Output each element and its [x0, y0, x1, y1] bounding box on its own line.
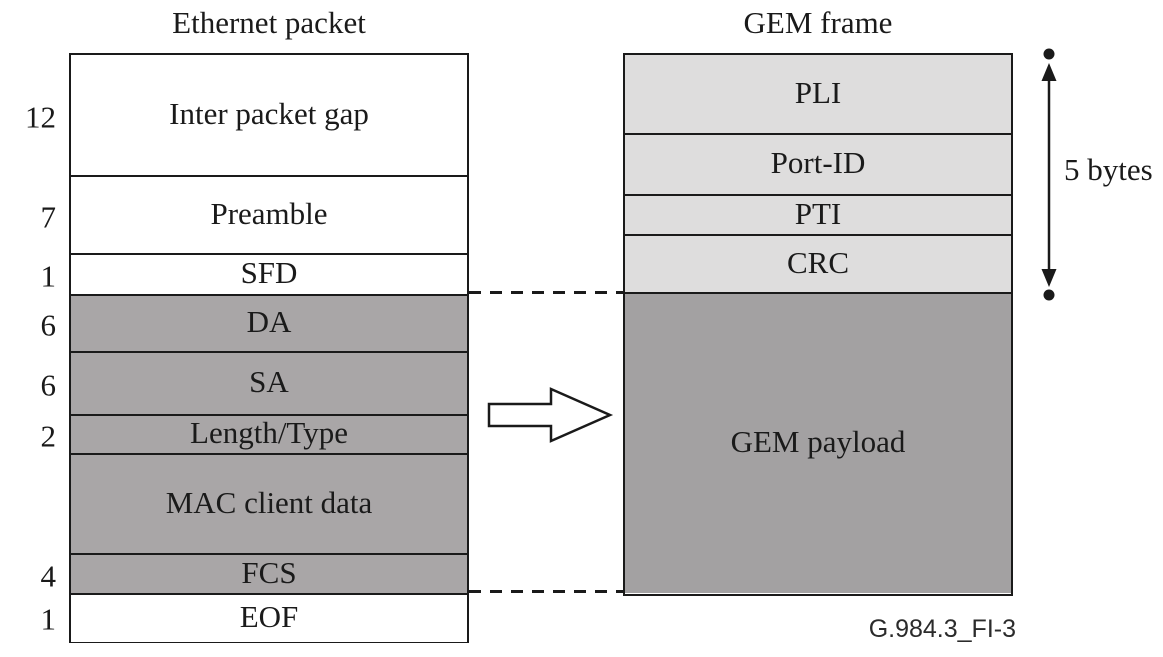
byte-count: 1 [40, 258, 57, 294]
ethernet-field-row: Preamble [71, 177, 467, 255]
field-label: PLI [794, 74, 842, 110]
gem-field-row: PTI [625, 196, 1011, 236]
byte-count: 7 [40, 199, 57, 234]
byte-count: 6 [40, 307, 57, 343]
gem-frame-column: PLI Port-ID PTI CRC GEM payload [623, 53, 1013, 596]
field-label: Length/Type [190, 415, 348, 450]
field-label: DA [246, 304, 292, 339]
payload-span-dashed-line-top [469, 291, 623, 294]
five-bytes-dimension-arrow-icon [1041, 48, 1057, 301]
field-label: EOF [239, 599, 299, 634]
gem-field-row: CRC [625, 236, 1011, 294]
ethernet-field-row: EOF [71, 595, 467, 642]
ethernet-field-row: Length/Type [71, 416, 467, 455]
byte-count: 1 [40, 601, 57, 637]
gem-field-row: GEM payload [625, 294, 1011, 593]
field-label: Preamble [210, 195, 328, 231]
field-label: MAC client data [165, 484, 373, 520]
byte-count: 4 [40, 558, 57, 593]
gem-frame-title: GEM frame [743, 5, 893, 40]
field-label: CRC [786, 244, 850, 280]
field-label: PTI [794, 195, 842, 231]
field-label: GEM payload [730, 424, 906, 459]
ethernet-field-row: FCS [71, 555, 467, 595]
ethernet-field-row: Inter packet gap [71, 55, 467, 177]
byte-count: 12 [25, 99, 56, 134]
byte-count: 2 [40, 418, 57, 454]
field-label: Port-ID [770, 145, 866, 180]
figure-caption: G.984.3_FI-3 [868, 615, 1016, 643]
ethernet-packet-title: Ethernet packet [172, 5, 366, 40]
payload-span-dashed-line-bottom [469, 590, 623, 593]
field-label: Inter packet gap [169, 95, 369, 131]
ethernet-field-row: MAC client data [71, 455, 467, 555]
field-label: SA [249, 364, 289, 399]
field-label: FCS [241, 554, 297, 590]
gem-field-row: PLI [625, 55, 1011, 135]
ethernet-field-row: SFD [71, 255, 467, 296]
gem-field-row: Port-ID [625, 135, 1011, 196]
field-label: SFD [240, 255, 298, 290]
five-bytes-label: 5 bytes [1064, 152, 1153, 187]
ethernet-field-row: SA [71, 353, 467, 416]
byte-count-column: 12 7 1 6 6 2 4 1 [0, 53, 56, 643]
mapping-arrow-icon [487, 387, 614, 443]
ethernet-field-row: DA [71, 296, 467, 353]
byte-count: 6 [40, 367, 57, 403]
